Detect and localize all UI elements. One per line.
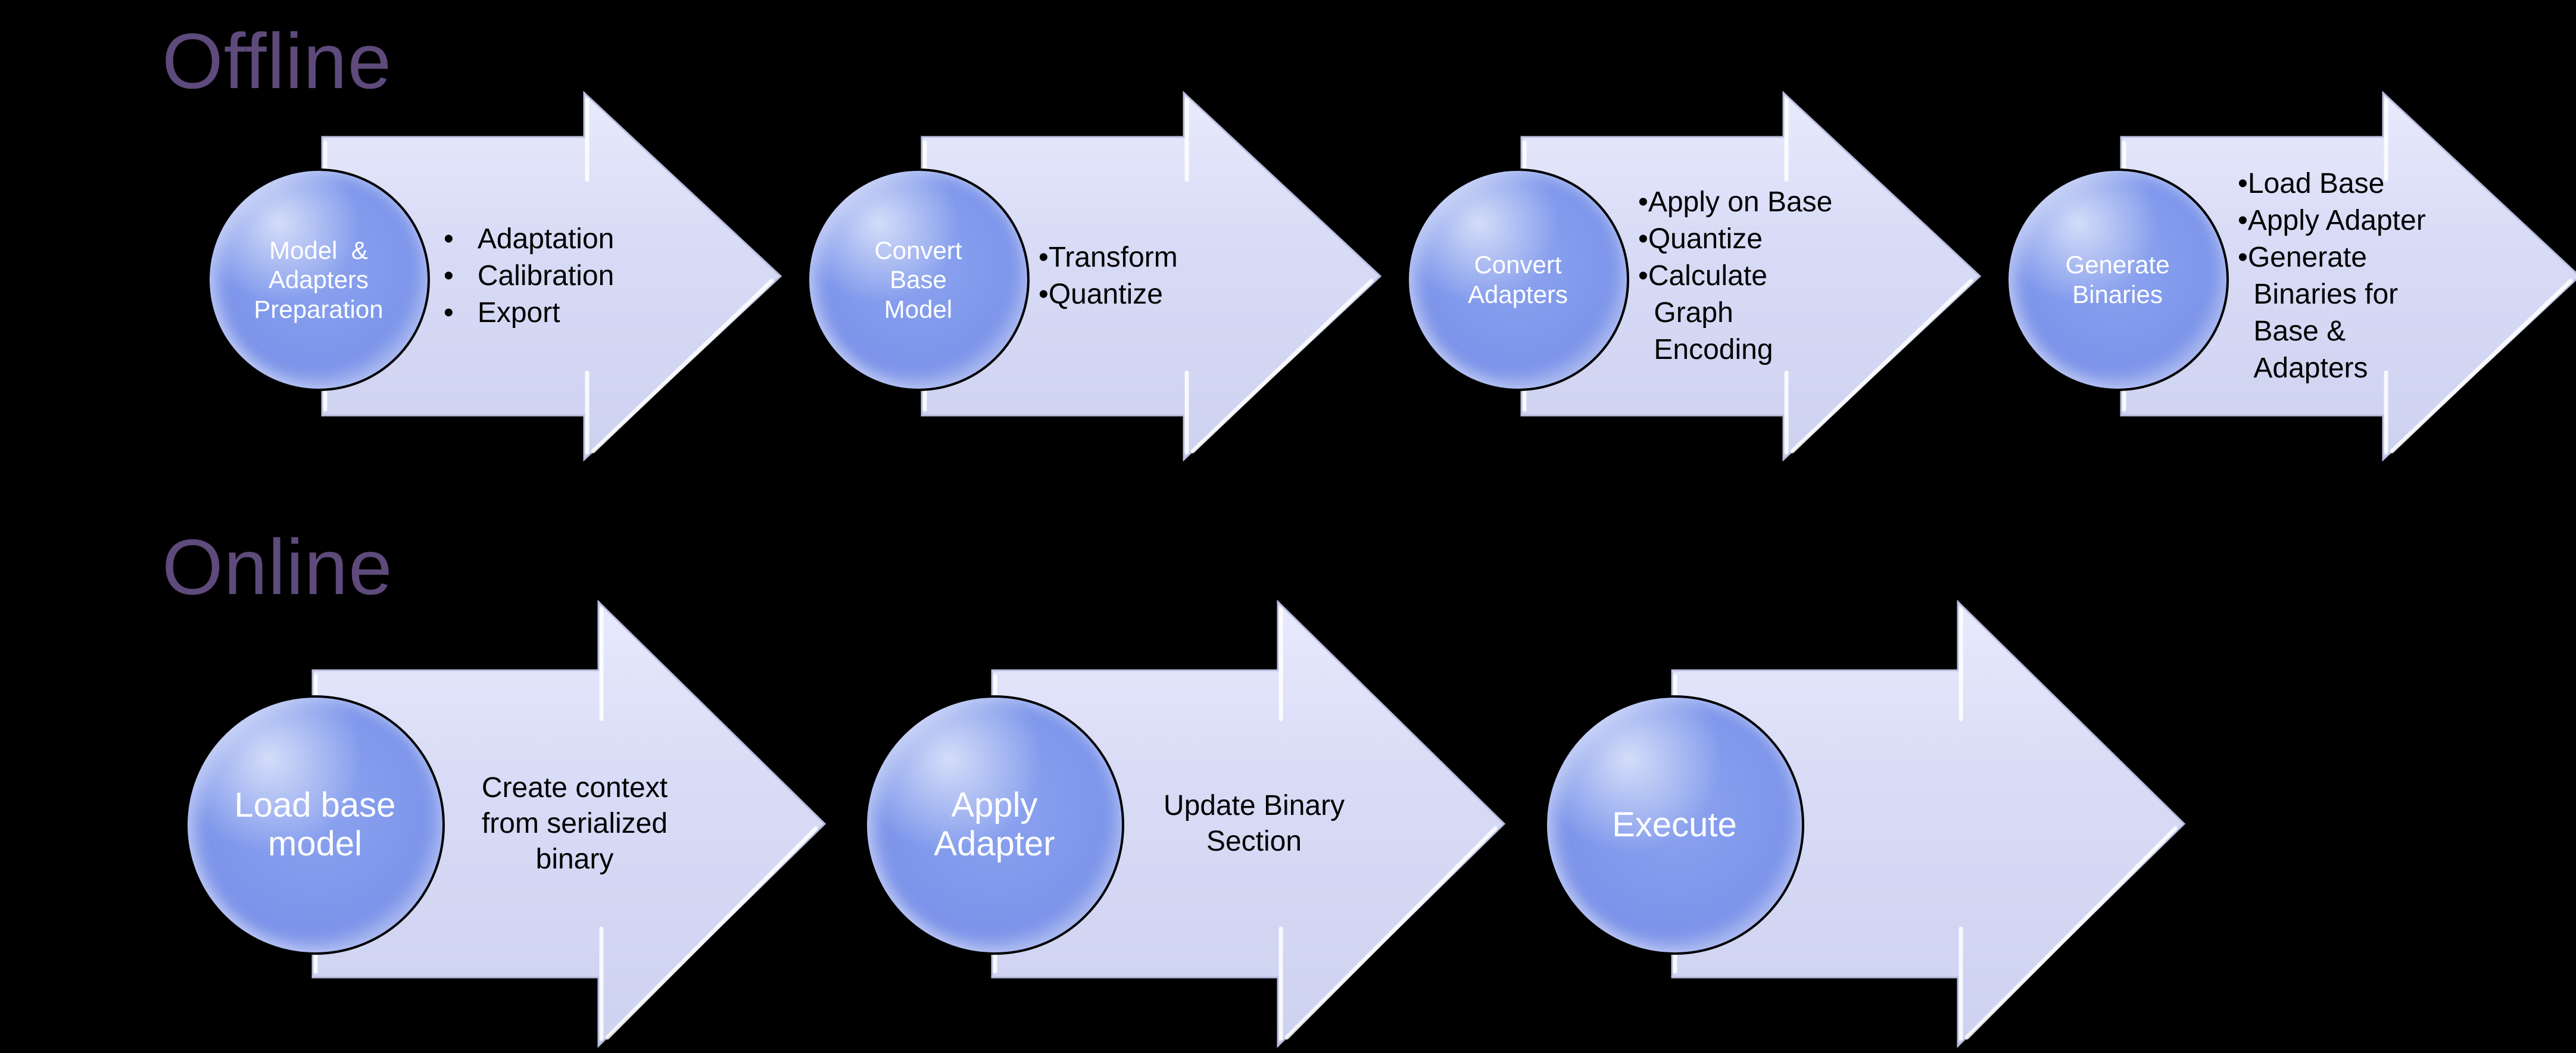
bullet-item: Quantize: [1038, 276, 1295, 313]
bullet-item: Quantize: [1638, 221, 1876, 258]
offline-step3-circle-label: Convert Adapters: [1467, 251, 1568, 308]
offline-step2-circle-label: Convert Base Model: [874, 236, 962, 323]
offline-step4-circle: Generate Binaries: [2006, 168, 2229, 391]
online-step1-circle: Load base model: [185, 695, 445, 955]
bullet-item: Export: [444, 295, 700, 332]
online-step1-note: Create context from serialized binary: [481, 772, 668, 875]
offline-section-title: Offline: [162, 17, 392, 105]
offline-step4-bullets: Load BaseApply AdapterGenerate Binaries …: [2238, 137, 2476, 415]
online-section-title: Online: [162, 523, 393, 611]
bullet-item: Transform: [1038, 239, 1295, 276]
offline-step1-circle-label: Model & Adapters Preparation: [254, 236, 383, 323]
offline-step2-circle: Convert Base Model: [807, 168, 1030, 391]
bullet-item: Adaptation: [444, 221, 700, 258]
online-step2-circle: Apply Adapter: [865, 695, 1124, 955]
online-step2-note: Update Binary Section: [1163, 790, 1345, 857]
offline-step2-bullets: TransformQuantize: [1038, 137, 1295, 415]
online-step3-circle: Execute: [1545, 695, 1804, 955]
online-step3-circle-label: Execute: [1612, 805, 1737, 844]
offline-step3-circle: Convert Adapters: [1406, 168, 1629, 391]
online-step2-circle-label: Apply Adapter: [934, 786, 1055, 863]
online-step3-note: [1797, 670, 2071, 977]
offline-step1-circle: Model & Adapters Preparation: [207, 168, 430, 391]
bullet-item: Generate Binaries for Base & Adapters: [2238, 239, 2476, 387]
bullet-item: Calculate Graph Encoding: [1638, 258, 1876, 368]
offline-step3-bullets: Apply on BaseQuantizeCalculate Graph Enc…: [1638, 137, 1876, 415]
offline-step4-circle-label: Generate Binaries: [2065, 251, 2170, 308]
offline-step1-bullets: AdaptationCalibrationExport: [444, 137, 700, 415]
bullet-item: Apply Adapter: [2238, 202, 2476, 239]
bullet-item: Apply on Base: [1638, 184, 1876, 221]
online-step1-circle-label: Load base model: [234, 786, 396, 863]
bullet-item: Load Base: [2238, 165, 2476, 202]
bullet-item: Calibration: [444, 258, 700, 295]
